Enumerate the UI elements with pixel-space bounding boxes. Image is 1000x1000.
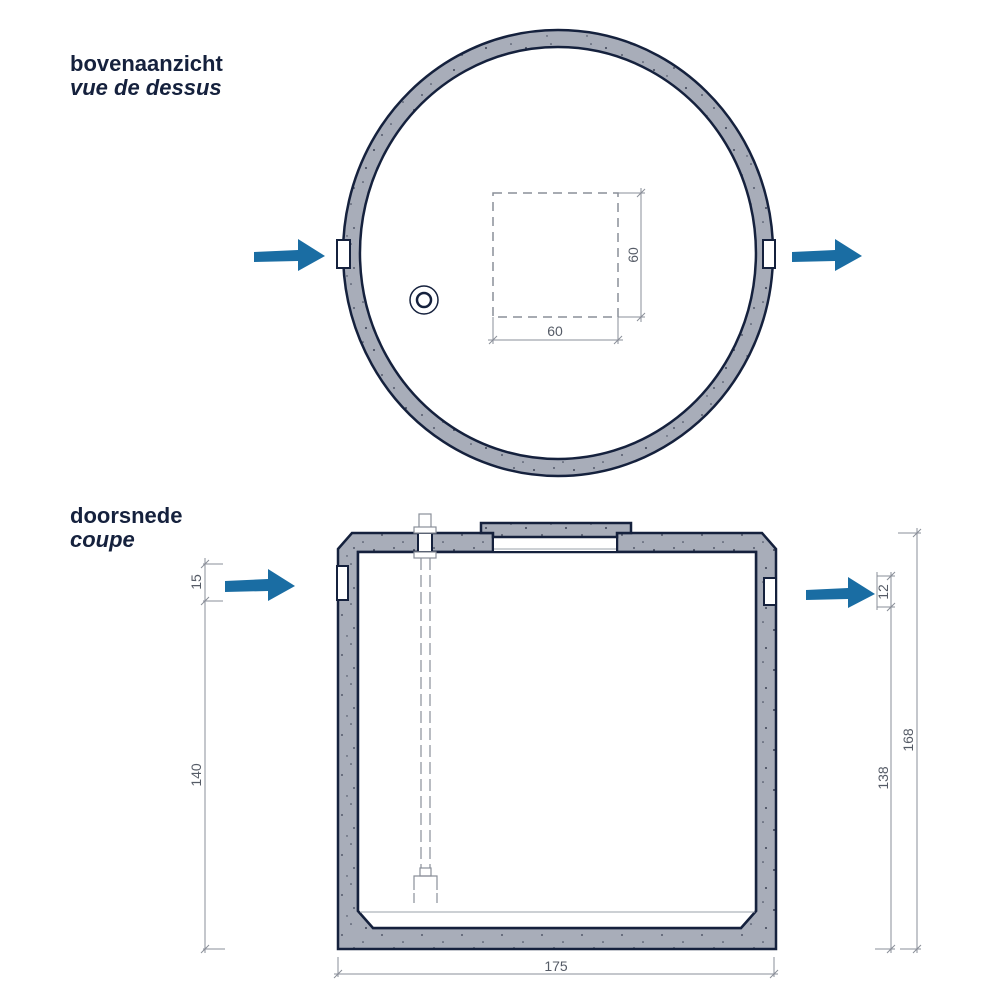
hatch-height-dimension [618, 188, 646, 322]
hatch-cover [479, 521, 633, 539]
outlet-opening-section [763, 577, 777, 606]
outlet-height-label: 12 [875, 584, 891, 600]
inlet-height-label: 15 [188, 574, 204, 590]
section-view: 15 140 12 138 168 [188, 513, 922, 979]
hatch-width-dimension [488, 317, 623, 345]
outlet-opening-top [762, 239, 776, 269]
total-height-dimension [898, 528, 922, 954]
inlet-opening-top [336, 239, 351, 269]
pipe-inner-ring [415, 291, 433, 309]
inlet-invert-label: 140 [188, 763, 204, 787]
outer-width-dimension [333, 957, 779, 979]
inflow-arrow-top [254, 239, 325, 271]
outlet-invert-label: 138 [875, 766, 891, 790]
section-view-title: doorsnede coupe [70, 504, 182, 552]
top-view-title-fr: vue de dessus [70, 75, 222, 100]
top-view-title-nl: bovenaanzicht [70, 51, 223, 76]
inlet-opening-section [336, 565, 349, 601]
outflow-arrow-section [806, 577, 875, 608]
outlet-dimensions [875, 571, 896, 954]
section-view-title-nl: doorsnede [70, 503, 183, 528]
hatch-height-label: 60 [625, 247, 641, 263]
total-height-label: 168 [900, 728, 916, 752]
inlet-dimensions [200, 558, 225, 954]
threaded-rod [413, 513, 438, 903]
inflow-arrow-section [225, 569, 295, 601]
tank-interior [356, 550, 758, 930]
outflow-arrow-top [792, 239, 862, 271]
hatch-width-label: 60 [547, 323, 563, 339]
hatch-outline [492, 192, 619, 318]
section-view-title-fr: coupe [70, 527, 135, 552]
tank-ring [341, 28, 775, 478]
top-view: 60 60 [254, 28, 862, 478]
outer-width-label: 175 [544, 958, 568, 974]
top-view-title: bovenaanzicht vue de dessus [70, 52, 223, 100]
